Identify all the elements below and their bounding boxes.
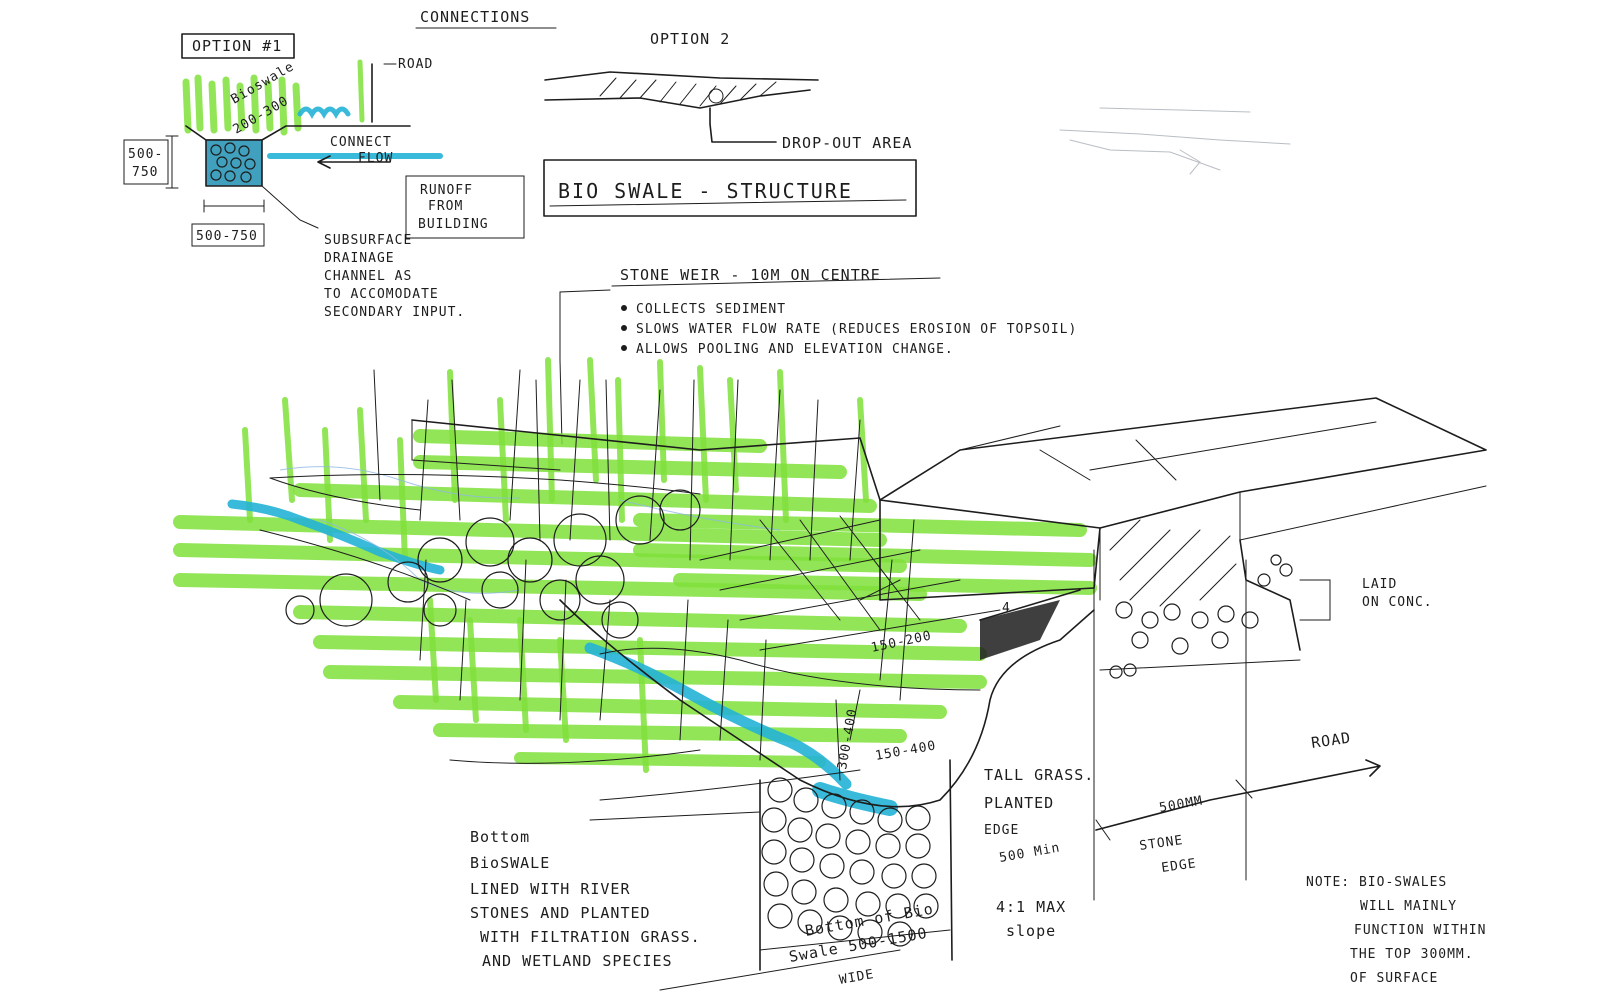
- tall-grass-1: TALL GRASS.: [984, 766, 1094, 784]
- note-line-3: FUNCTION WITHIN: [1354, 923, 1486, 938]
- weir-bullet-3: ALLOWS POOLING AND ELEVATION CHANGE.: [636, 342, 954, 357]
- stone-edge-1: STONE: [1138, 833, 1184, 854]
- function-note: NOTE: BIO-SWALES WILL MAINLY FUNCTION WI…: [1306, 875, 1486, 986]
- bottom-of-3: WIDE: [838, 967, 875, 988]
- option1-grass: [182, 59, 365, 136]
- section-title: BIO SWALE - STRUCTURE: [558, 179, 853, 203]
- option1-road-label: ROAD: [398, 57, 433, 72]
- weir-title: STONE WEIR - 10M ON CENTRE: [620, 266, 881, 284]
- road-slab: [879, 397, 1487, 671]
- weir-bullet-2: SLOWS WATER FLOW RATE (REDUCES EROSION O…: [636, 322, 1077, 337]
- grass-blades-green: [242, 357, 869, 773]
- option1-detail: OPTION #1: [123, 33, 525, 320]
- option2-detail: OPTION 2 DROP-OUT AREA: [544, 30, 912, 152]
- dropout-label: DROP-OUT AREA: [782, 134, 912, 152]
- bottom-note-5: WITH FILTRATION GRASS.: [480, 928, 701, 946]
- section-title-box: [543, 159, 917, 217]
- note-line-2: WILL MAINLY: [1360, 899, 1457, 914]
- section-title-block: BIO SWALE - STRUCTURE: [543, 159, 917, 217]
- bottom-lining-note: Bottom BioSWALE LINED WITH RIVER STONES …: [470, 828, 701, 970]
- road-label: ROAD: [1310, 729, 1352, 752]
- trench-stones: [761, 777, 939, 947]
- runoff-text-3: BUILDING: [418, 217, 489, 232]
- subsurface-text-1: SUBSURFACE: [324, 233, 412, 248]
- bottom-note-3: LINED WITH RIVER: [470, 880, 631, 898]
- tall-grass-note: TALL GRASS. PLANTED EDGE: [984, 766, 1094, 838]
- base-stones: [1109, 554, 1293, 679]
- note-line-5: OF SURFACE: [1350, 971, 1438, 986]
- subsurface-text-4: TO ACCOMODATE: [324, 287, 439, 302]
- dim-500-min: 500 Min: [998, 840, 1061, 866]
- grass-blades-ink: [373, 369, 915, 761]
- subsurface-text-5: SECONDARY INPUT.: [324, 305, 465, 320]
- slope-note-1: 4:1 MAX: [996, 898, 1066, 916]
- faint-sketch: [1059, 107, 1291, 175]
- option1-label-box: [181, 33, 295, 59]
- laid-label-2: ON CONC.: [1362, 595, 1433, 610]
- option1-width: 500-750: [196, 229, 258, 244]
- runoff-text-2: FROM: [428, 199, 463, 214]
- runoff-box: [405, 175, 525, 239]
- dim-500mm: 500MM: [1158, 794, 1204, 816]
- runoff-text-1: RUNOFF: [420, 183, 473, 198]
- stone-edge-2: EDGE: [1160, 856, 1197, 876]
- grass-bands: [173, 429, 1097, 768]
- main-section: 150-200 150-400 300-400 4 ROAD 500MM 500…: [173, 357, 1487, 971]
- weir-note: STONE WEIR - 10M ON CENTRE COLLECTS SEDI…: [559, 266, 1077, 445]
- option2-label: OPTION 2: [650, 30, 730, 48]
- option1-height-top: 500-: [128, 147, 163, 162]
- option1-connect-2: FLOW: [358, 151, 393, 166]
- slope-grid: [699, 515, 1001, 651]
- laid-label-1: LAID: [1362, 577, 1397, 592]
- dim-4: 4: [1002, 601, 1011, 616]
- stone-edge-note: STONE EDGE: [1138, 833, 1197, 876]
- option1-label: OPTION #1: [192, 37, 282, 55]
- bottom-note-6: AND WETLAND SPECIES: [482, 952, 673, 970]
- option1-height-bottom: 750: [132, 165, 158, 180]
- bottom-note-1: Bottom: [470, 828, 530, 846]
- note-line-4: THE TOP 300MM.: [1350, 947, 1474, 962]
- option1-trench: [205, 139, 263, 187]
- connections-title: CONNECTIONS: [420, 8, 530, 26]
- tall-grass-3: EDGE: [984, 823, 1019, 838]
- stone-weir: [285, 489, 701, 639]
- subsurface-text-2: DRAINAGE: [324, 251, 395, 266]
- tall-grass-2: PLANTED: [984, 794, 1054, 812]
- option1-connect-1: CONNECT: [330, 135, 392, 150]
- bottom-note-4: STONES AND PLANTED: [470, 904, 651, 922]
- option1-stones: [210, 142, 256, 183]
- bottom-note-2: BioSWALE: [470, 854, 550, 872]
- note-line-1: NOTE: BIO-SWALES: [1306, 875, 1447, 890]
- slope-note-2: slope: [1006, 922, 1056, 940]
- slope-note: 4:1 MAX slope: [996, 898, 1066, 940]
- weir-bullet-1: COLLECTS SEDIMENT: [636, 302, 786, 317]
- subsurface-text-3: CHANNEL AS: [324, 269, 412, 284]
- bottom-of-swale-note: Bottom of Bio Swale 500-1500 WIDE: [659, 900, 935, 991]
